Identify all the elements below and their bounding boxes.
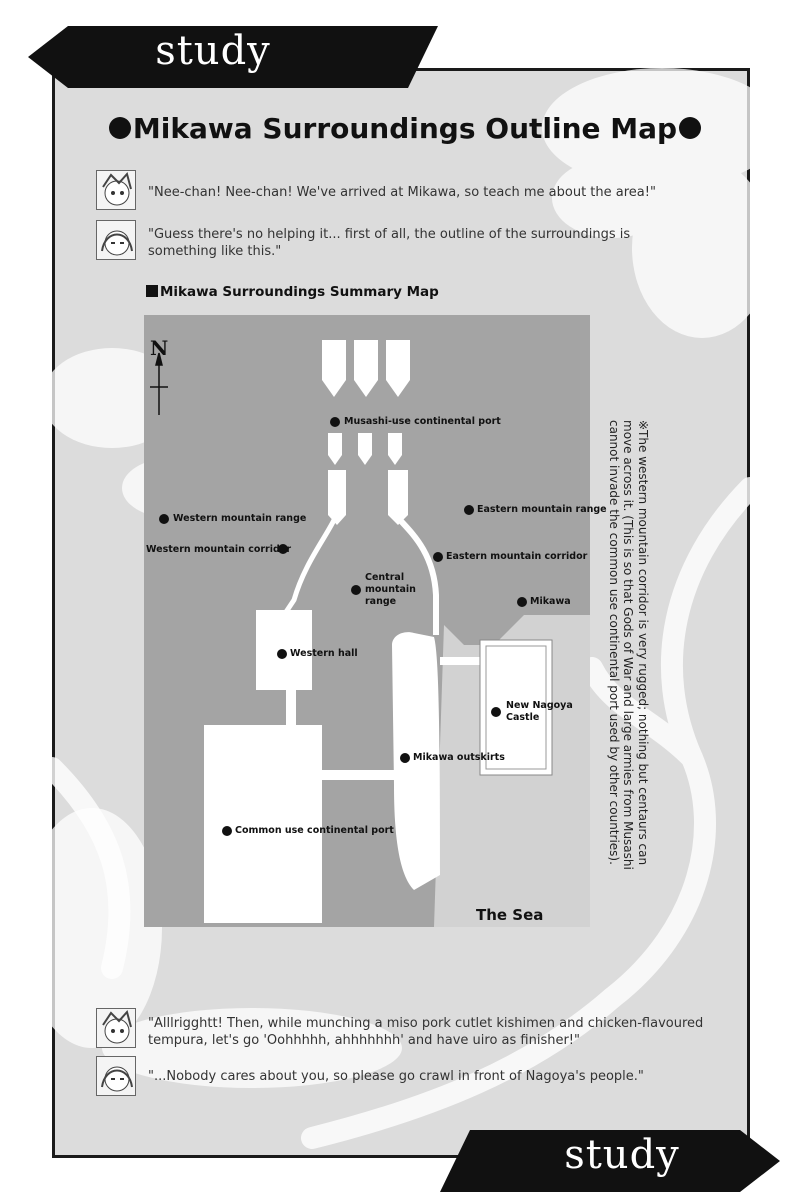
location-dot (400, 753, 410, 763)
location-dot (433, 552, 443, 562)
label-mikawa-outskirts: Mikawa outskirts (413, 752, 505, 763)
square-bullet-icon (146, 285, 158, 297)
compass-icon (150, 352, 168, 415)
dialogue-line: "...Nobody cares about you, so please go… (148, 1069, 644, 1084)
location-dot (517, 597, 527, 607)
map-note-text: ※The western mountain corridor is very r… (607, 420, 650, 870)
younger-sibling-avatar (96, 170, 136, 210)
bullet-icon (679, 117, 702, 139)
summary-map: N Musashi-use continental port Western m… (144, 315, 607, 927)
dialogue-line: "Alllrigghtt! Then, while munching a mis… (148, 1016, 704, 1048)
bottom-study-banner: study (440, 1130, 780, 1192)
label-central-range: Central mountain range (365, 572, 416, 607)
bullet-icon (108, 117, 131, 139)
older-sister-avatar (96, 220, 136, 260)
location-dot (159, 514, 169, 524)
map-drawing (144, 315, 590, 927)
location-dot (278, 544, 288, 554)
north-label: N (150, 336, 169, 360)
map-heading: Mikawa Surroundings Summary Map (146, 284, 439, 300)
location-dot (351, 585, 361, 595)
label-mikawa: Mikawa (530, 596, 571, 607)
location-dot (277, 649, 287, 659)
label-western-hall: Western hall (290, 648, 358, 659)
older-sister-avatar (96, 1056, 136, 1096)
location-dot (222, 826, 232, 836)
label-common-port: Common use continental port (235, 825, 394, 836)
label-eastern-corridor: Eastern mountain corridor (446, 551, 588, 562)
dialogue-line: "Guess there's no helping it... first of… (148, 227, 631, 259)
map-note: ※The western mountain corridor is very r… (590, 420, 650, 900)
dialogue-line: "Nee-chan! Nee-chan! We've arrived at Mi… (148, 185, 656, 200)
location-dot (330, 417, 340, 427)
label-the-sea: The Sea (476, 906, 544, 924)
location-dot (491, 707, 501, 717)
label-eastern-range: Eastern mountain range (477, 504, 607, 515)
top-banner-label: study (155, 28, 271, 74)
label-western-corridor: Western mountain corridor (146, 544, 292, 555)
top-study-banner: study (28, 26, 438, 88)
bottom-banner-label: study (564, 1132, 680, 1178)
location-dot (464, 505, 474, 515)
label-musashi-port: Musashi-use continental port (344, 416, 501, 427)
page-title: Mikawa Surroundings Outline Map (60, 112, 750, 145)
label-western-range: Western mountain range (173, 513, 307, 524)
label-new-nagoya-castle: New Nagoya Castle (506, 700, 573, 723)
younger-sibling-avatar (96, 1008, 136, 1048)
